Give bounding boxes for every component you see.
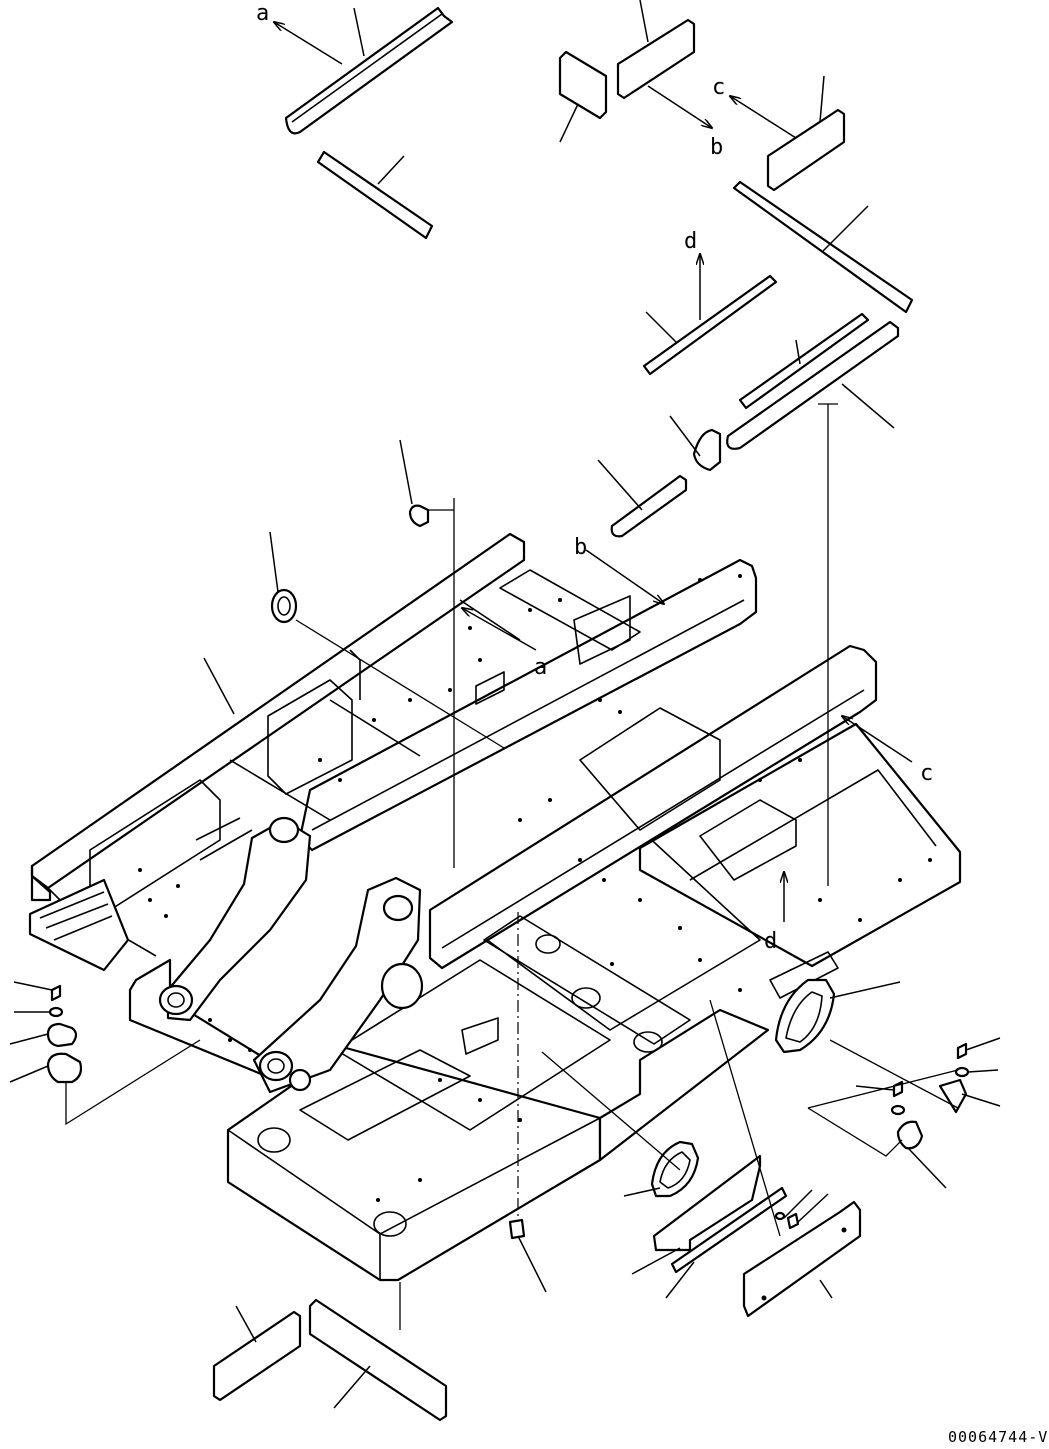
left-bolt-stack [46, 984, 83, 1084]
cover-oval-right [774, 978, 836, 1054]
drain-plug [508, 1218, 526, 1240]
leader-lines [9, 0, 1001, 1409]
spacer-strip-top-left [316, 150, 434, 240]
pad-plate-small [558, 50, 608, 120]
small-bolt-lower-right [774, 1211, 800, 1230]
drawing-code: 00064744-V [948, 1428, 1048, 1446]
label-d-frame: d [764, 929, 777, 954]
under-plate-lower-right [652, 1154, 762, 1252]
corner-cap [692, 428, 722, 472]
label-a-frame: a [534, 655, 547, 680]
clip-ring [408, 504, 430, 528]
revolving-frame [28, 532, 962, 1282]
label-b-frame: b [574, 535, 587, 560]
right-bolt-stack-upper [938, 1042, 970, 1114]
pad-plate-bottom-small [212, 1310, 302, 1402]
pad-plate-c [766, 108, 846, 192]
grommet-left [270, 588, 298, 624]
side-cover-plate [742, 1200, 862, 1318]
cover-plate-a [284, 6, 454, 135]
label-c-frame: c [920, 761, 933, 786]
reference-lines [65, 403, 959, 1330]
pad-plate-bottom-long [308, 1298, 448, 1422]
bracket-strip-lower-right [670, 1186, 788, 1274]
direction-arrows [274, 22, 913, 922]
strip-mid-right [738, 312, 870, 410]
channel-strip-right [726, 320, 900, 450]
strip-d [642, 274, 778, 376]
label-b-top: b [710, 135, 723, 160]
right-bolt-stack-lower [890, 1080, 924, 1150]
long-strip-right [732, 180, 914, 314]
pad-plate-b [616, 18, 696, 100]
label-d-top: d [684, 229, 697, 254]
channel-strip-short [610, 474, 688, 538]
frame-bolt-holes [138, 574, 932, 1202]
label-c-top: c [712, 75, 725, 100]
label-a-top: a [256, 1, 269, 26]
